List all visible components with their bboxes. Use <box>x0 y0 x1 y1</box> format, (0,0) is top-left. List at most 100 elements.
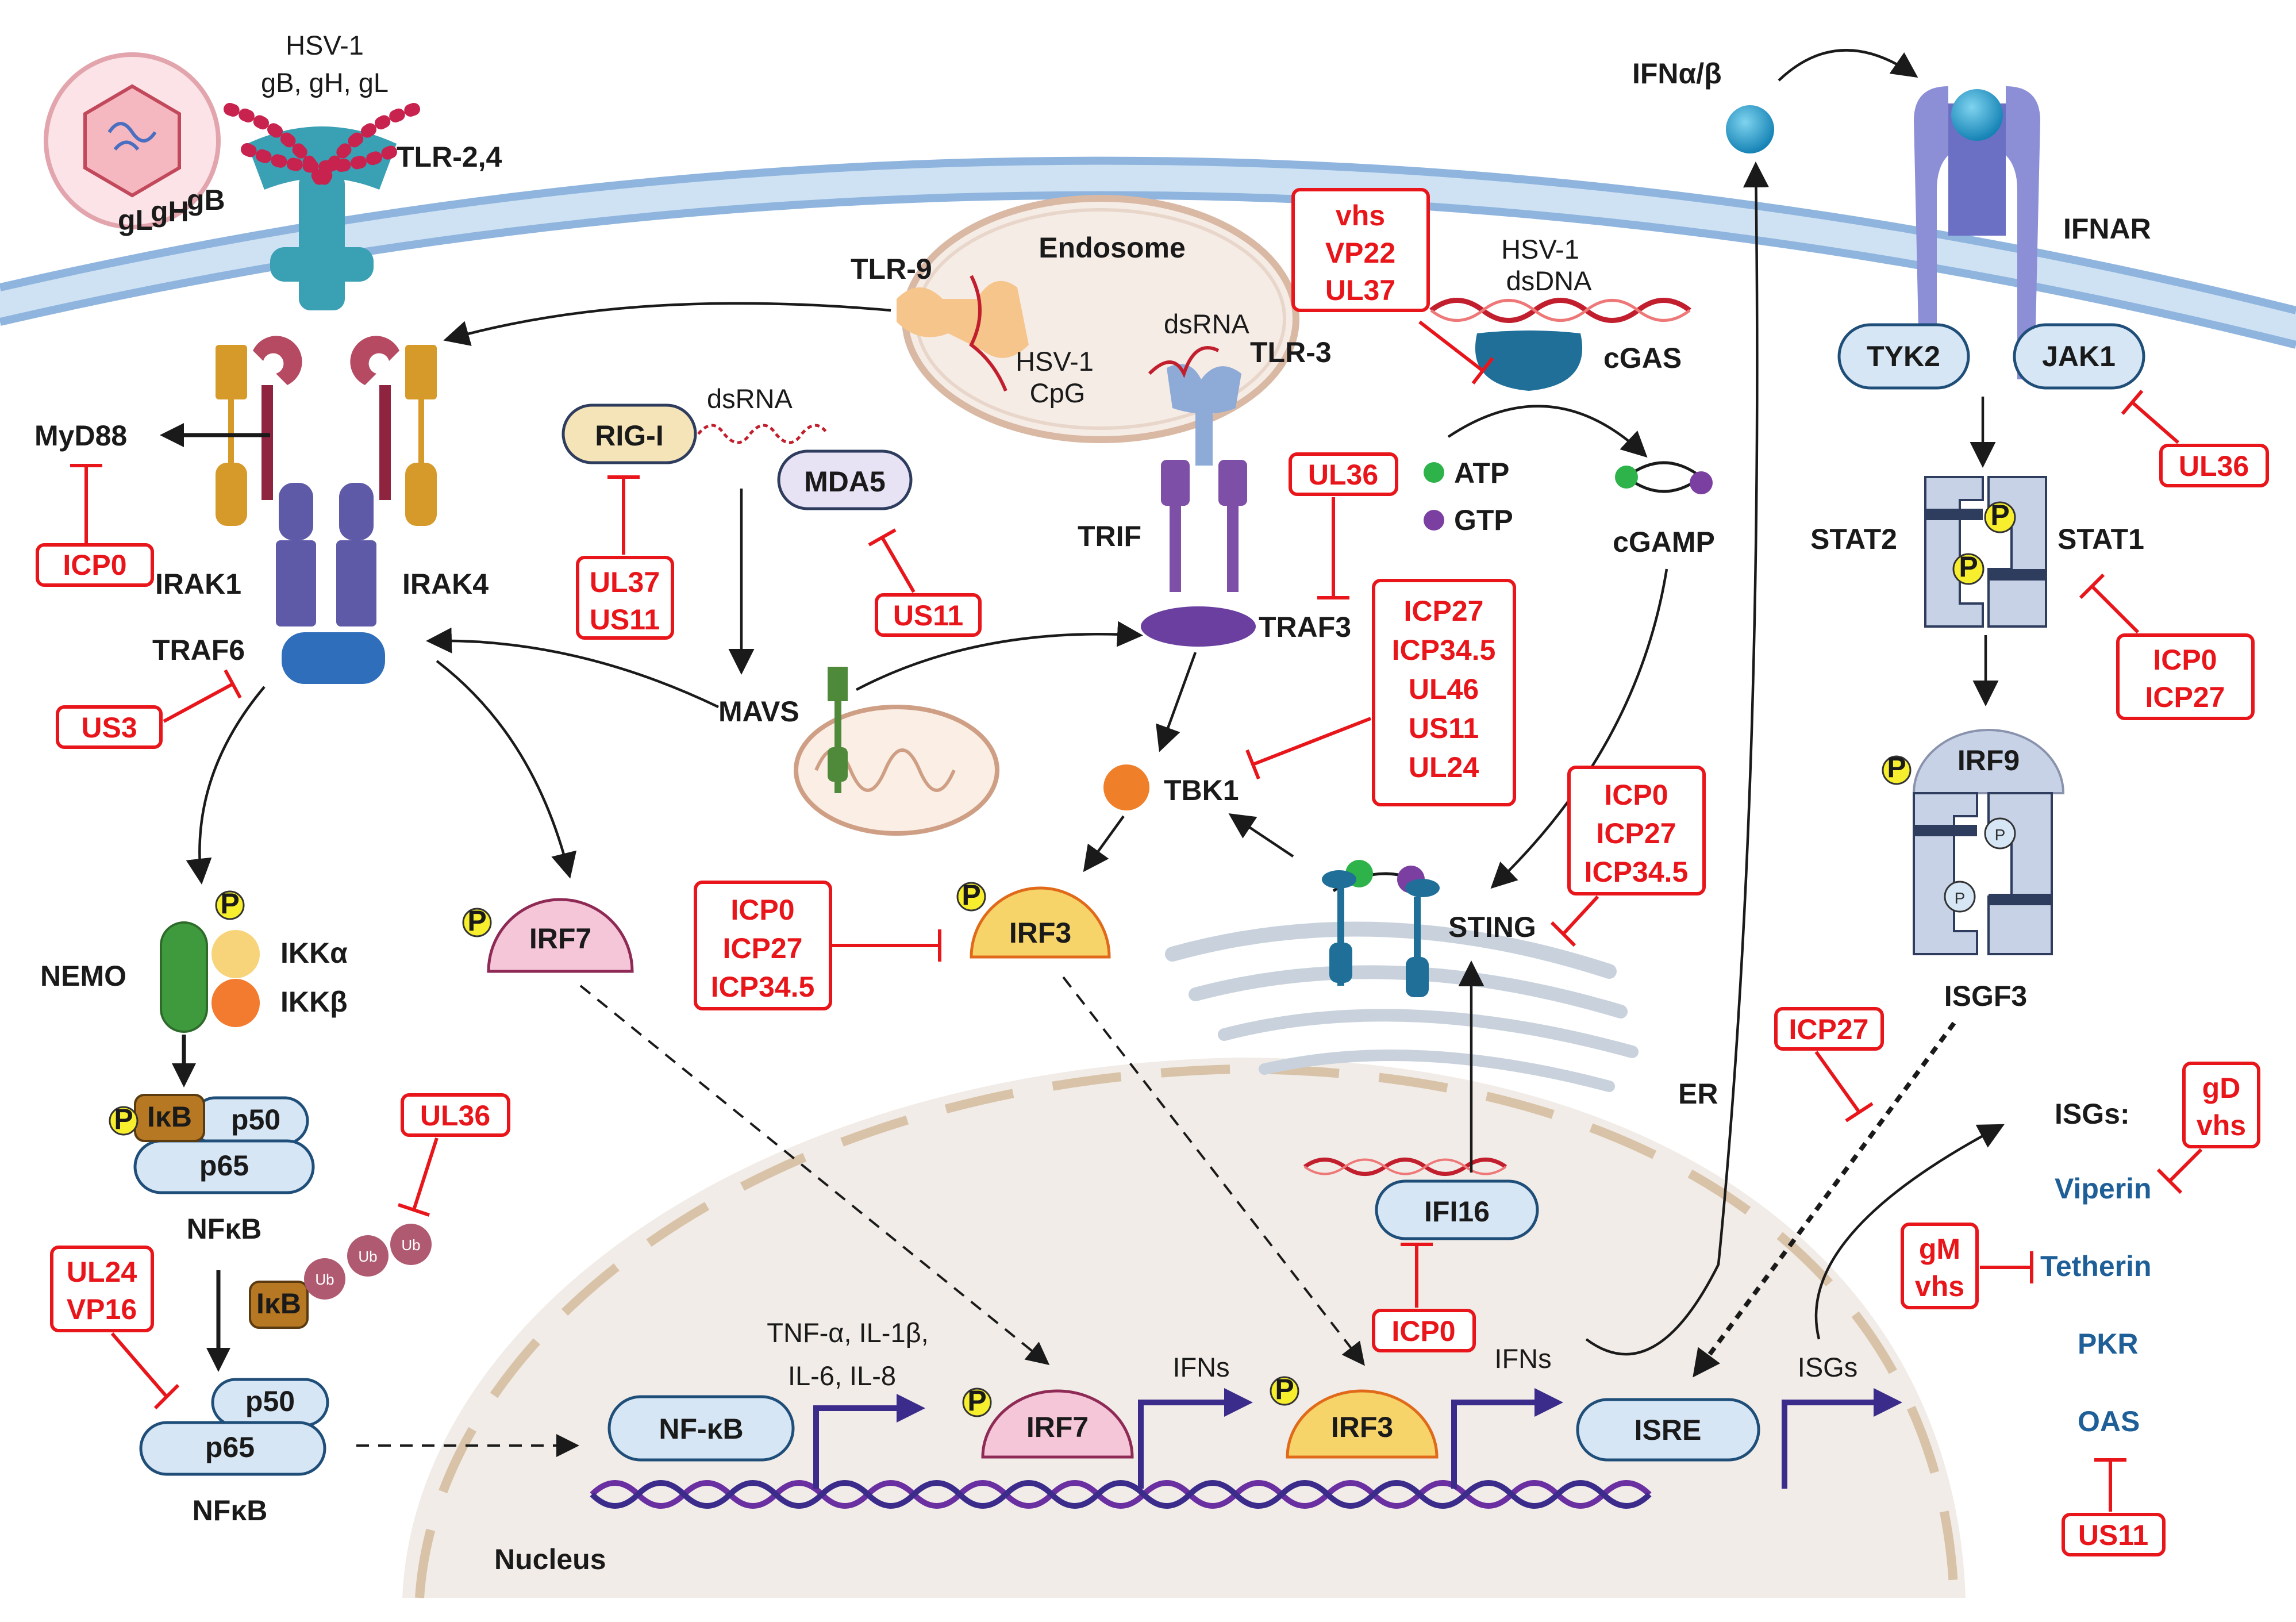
svg-text:IκB: IκB <box>147 1101 192 1133</box>
trif-label: TRIF <box>1078 520 1141 552</box>
inhibitor-mda5: US11 <box>868 528 982 637</box>
rlr-dsrna <box>697 424 829 444</box>
ubiquitin-chain: Ub Ub Ub <box>304 1224 432 1300</box>
jak1-node <box>2013 323 2145 390</box>
svg-text:NF-κB: NF-κB <box>659 1413 743 1445</box>
svg-text:P: P <box>1990 499 2009 531</box>
inhibitor-irf3: ICP0 ICP27 ICP34.5 <box>694 881 941 1010</box>
nfkb-p65-bottom <box>139 1421 326 1476</box>
irf3-phospho <box>956 882 986 912</box>
rig-i-label: RIG-I <box>595 420 663 452</box>
irf3-nuclear <box>1286 1389 1439 1459</box>
atp-dot <box>1424 462 1444 483</box>
inhibitor-stat: ICP0 ICP27 <box>2079 573 2255 720</box>
tlr9-receptor <box>897 275 1029 392</box>
svg-text:ICP0: ICP0 <box>2153 644 2217 676</box>
tlr3-receptor <box>1141 346 1256 647</box>
svg-text:UL37: UL37 <box>590 566 660 598</box>
svg-text:ICP34.5: ICP34.5 <box>1392 634 1496 666</box>
ifnar-label: IFNAR <box>2063 213 2151 245</box>
svg-text:UL46: UL46 <box>1409 673 1479 705</box>
irf9-label: IRF9 <box>1957 744 2020 777</box>
inhibitor-ifi16: ICP0 <box>1372 1243 1476 1352</box>
tbk1-label: TBK1 <box>1164 774 1239 806</box>
inhibitor-jak1: UL36 <box>2121 390 2269 487</box>
cytokines-line2: IL-6, IL-8 <box>788 1360 896 1391</box>
glycoprotein-gb-label: gB <box>187 184 225 216</box>
svg-text:UL36: UL36 <box>2179 450 2249 482</box>
dsdna-line2: dsDNA <box>1506 266 1593 296</box>
nfkb-p65-top <box>133 1139 315 1194</box>
mavs-label: MAVS <box>718 695 799 728</box>
irak1-label: IRAK1 <box>155 568 241 600</box>
isg-pkr: PKR <box>2078 1328 2139 1360</box>
hsv1-virion: gL gH gB <box>44 52 225 236</box>
ikb-ub-node <box>249 1281 309 1329</box>
isgf3-label: ISGF3 <box>1944 980 2027 1012</box>
genomic-dna <box>590 1480 1652 1509</box>
inhibitor-icp0-myd88: ICP0 <box>36 464 154 587</box>
isg-oas: OAS <box>2078 1405 2140 1437</box>
svg-text:ICP27: ICP27 <box>1789 1013 1869 1046</box>
svg-text:UL36: UL36 <box>1308 459 1378 491</box>
irak4-label: IRAK4 <box>402 568 489 600</box>
isgf3-complex <box>1882 729 2065 955</box>
hsv-cpg-line1: HSV-1 <box>1016 346 1094 376</box>
ifn-ligand <box>1726 105 1774 153</box>
inhibitor-traf3: UL36 <box>1289 452 1398 599</box>
svg-text:P: P <box>1887 751 1906 783</box>
svg-text:TYK2: TYK2 <box>1867 340 1940 372</box>
myd88-irak-complex <box>216 336 437 684</box>
atp-label: ATP <box>1454 457 1509 489</box>
svg-text:ISRE: ISRE <box>1634 1414 1702 1446</box>
nfkb-label-bottom: NFκB <box>193 1494 268 1527</box>
rig-i-node <box>561 403 697 464</box>
inhibitor-ul36-nemo: UL36 <box>398 1093 510 1217</box>
ikka-label: IKKα <box>280 937 348 969</box>
nfkb-label-top: NFκB <box>187 1213 262 1245</box>
ifi16-dna <box>1303 1158 1507 1176</box>
nemo-label: NEMO <box>40 960 126 992</box>
stat-dimer <box>1924 476 2047 628</box>
cgamp-molecule <box>1615 461 1713 494</box>
glycoprotein-gh-label: gH <box>151 195 189 228</box>
stat1-label: STAT1 <box>2057 523 2144 555</box>
svg-text:gM: gM <box>1919 1233 1960 1265</box>
cytokines-line1: TNF-α, IL-1β, <box>767 1317 928 1348</box>
isre-node <box>1576 1398 1760 1462</box>
svg-text:VP16: VP16 <box>67 1293 137 1325</box>
svg-text:P: P <box>1275 1373 1294 1405</box>
nfkb-tf-node <box>607 1395 795 1462</box>
svg-text:IFI16: IFI16 <box>1424 1196 1490 1228</box>
svg-text:UL24: UL24 <box>67 1256 137 1288</box>
nemo-node <box>160 921 208 1033</box>
hsv-cpg-line2: CpG <box>1030 378 1086 408</box>
gtp-label: GTP <box>1454 504 1513 536</box>
hsv1-glycoproteins: gB, gH, gL <box>261 67 389 98</box>
svg-text:P: P <box>114 1103 133 1135</box>
inhibitor-us3-traf6: US3 <box>56 669 242 749</box>
svg-text:P: P <box>1959 551 1978 583</box>
svg-text:UL37: UL37 <box>1325 274 1395 306</box>
ikk-phospho <box>215 890 245 920</box>
tlr3-label: TLR-3 <box>1250 336 1332 368</box>
svg-text:IκB: IκB <box>256 1287 301 1320</box>
traf3-label: TRAF3 <box>1259 611 1351 643</box>
svg-text:IRF7: IRF7 <box>1026 1411 1089 1443</box>
inhibitor-cgas: vhs VP22 UL37 <box>1291 188 1494 385</box>
svg-text:vhs: vhs <box>2197 1109 2246 1141</box>
sting-dimer <box>1322 860 1440 997</box>
inhibitor-isgf3: ICP27 <box>1774 1007 1884 1123</box>
svg-text:p50: p50 <box>231 1104 280 1136</box>
cgas-label: cGAS <box>1603 342 1682 374</box>
ikkb-node <box>211 979 260 1027</box>
inhibitor-sting: ICP0 ICP27 ICP34.5 <box>1550 766 1706 947</box>
svg-text:p65: p65 <box>199 1150 249 1182</box>
er-label: ER <box>1678 1078 1718 1110</box>
isg-viperin: Viperin <box>2055 1173 2152 1205</box>
inhibitor-tbk1: ICP27 ICP34.5 UL46 US11 UL24 <box>1245 579 1516 806</box>
svg-text:US11: US11 <box>1409 712 1479 744</box>
svg-text:P: P <box>220 887 239 920</box>
